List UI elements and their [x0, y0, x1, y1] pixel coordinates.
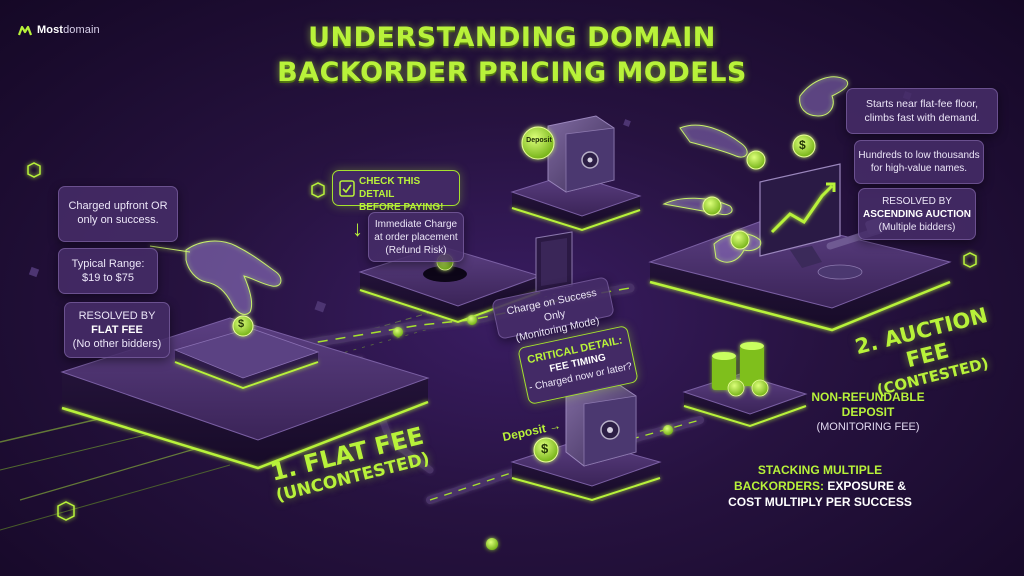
callout-text: $19 to $75: [82, 272, 134, 284]
deposit-safe-platform: [510, 173, 642, 232]
warning-text: BEFORE PAYING!: [359, 202, 444, 213]
immediate-charge-callout: Immediate Charge at order placement (Ref…: [368, 212, 464, 262]
deposit-coin-top-icon: [521, 126, 555, 160]
callout-text: Immediate Charge: [374, 219, 458, 230]
arrow-right-icon: →: [547, 417, 563, 435]
brand-logo[interactable]: Mostdomain: [18, 24, 100, 36]
down-arrow-icon: ↓: [352, 216, 363, 241]
callout-highlight: ASCENDING AUCTION: [863, 209, 971, 220]
flat-fee-resolved-callout: RESOLVED BY FLAT FEE (No other bidders): [64, 302, 170, 358]
callout-text: (Refund Risk): [385, 245, 447, 256]
callout-text: RESOLVED BY: [78, 310, 156, 322]
callout-text: Starts near flat-fee floor,: [865, 98, 979, 110]
callout-highlight: FLAT FEE: [91, 324, 143, 336]
auction-chart-monitor-icon: [759, 163, 841, 268]
callout-text: Hundreds to low thousands: [858, 150, 980, 161]
callout-text: climbs fast with demand.: [864, 112, 980, 124]
callout-text: Typical Range:: [71, 258, 145, 270]
callout-text: for high-value names.: [870, 163, 968, 174]
stacking-highlight: COST MULTIPLY PER SUCCESS: [728, 495, 912, 509]
currency-mark-auction: $: [799, 138, 806, 152]
title-line-1: UNDERSTANDING DOMAIN: [308, 22, 716, 53]
decorative-hexagons: [27, 162, 977, 521]
flat-fee-range-callout: Typical Range: $19 to $75: [58, 248, 158, 294]
stacking-highlight: EXPOSURE &: [827, 479, 907, 493]
callout-text: at order placement: [374, 232, 458, 243]
currency-mark-flat: $: [238, 318, 245, 330]
logo-icon: [18, 25, 32, 35]
stacking-note: STACKING MULTIPLE BACKORDERS: EXPOSURE &…: [720, 462, 920, 510]
warning-text: CHECK THIS DETAIL: [359, 176, 421, 200]
check-detail-warning: CHECK THIS DETAIL BEFORE PAYING!: [332, 170, 460, 213]
brand-name: Mostdomain: [37, 24, 100, 36]
stacking-line: BACKORDERS:: [733, 479, 824, 493]
auction-range-callout: Hundreds to low thousands for high-value…: [854, 140, 984, 184]
non-refundable-note: NON-REFUNDABLE DEPOSIT (MONITORING FEE): [808, 390, 928, 435]
title-line-2: BACKORDER PRICING MODELS: [277, 57, 747, 88]
clipboard-check-icon: [339, 180, 355, 197]
callout-text: Charged upfront OR: [68, 200, 168, 212]
auction-starts-callout: Starts near flat-fee floor, climbs fast …: [846, 88, 998, 134]
auction-resolved-callout: RESOLVED BY ASCENDING AUCTION (Multiple …: [858, 188, 976, 240]
door-frame-icon: [535, 231, 573, 293]
flat-fee-charge-callout: Charged upfront OR only on success.: [58, 186, 178, 242]
currency-mark-deposit: $: [541, 441, 549, 456]
deposit-coin-bottom-icon: [533, 437, 559, 463]
callout-text: RESOLVED BY: [882, 196, 952, 207]
note-heading: NON-REFUNDABLE: [811, 390, 925, 404]
path-coins: [393, 315, 673, 550]
note-heading: DEPOSIT: [841, 405, 895, 419]
note-subtext: (MONITORING FEE): [816, 421, 920, 433]
callout-text: (Multiple bidders): [878, 222, 956, 233]
callout-text: (No other bidders): [72, 338, 162, 350]
auction-coins-icon: [702, 134, 816, 250]
deposit-tag-top: Deposit: [526, 137, 552, 144]
safe-top-icon: [547, 115, 615, 193]
callout-text: only on success.: [77, 214, 159, 226]
flat-fee-hand-icon: [149, 240, 282, 315]
safe-bottom-icon: [565, 383, 637, 467]
flat-fee-coin-icon: [232, 315, 254, 337]
coin-stacks-icon: [712, 342, 769, 397]
page-title: UNDERSTANDING DOMAIN BACKORDER PRICING M…: [262, 20, 762, 90]
stacking-line: STACKING MULTIPLE: [757, 463, 883, 477]
